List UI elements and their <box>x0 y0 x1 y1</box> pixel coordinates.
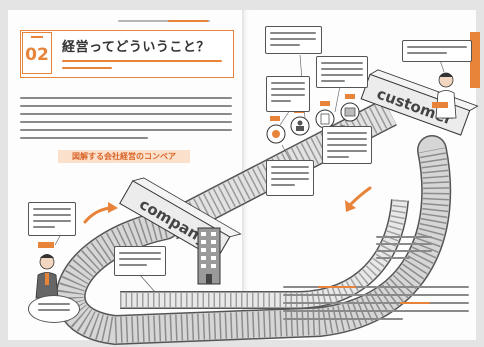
belt-item-coin-icon <box>266 124 286 144</box>
unit-label-mark <box>31 36 43 38</box>
callout-middle-left <box>266 160 314 196</box>
belt-item-tag <box>270 116 280 121</box>
unit-title-box <box>20 30 234 78</box>
left-person-icon <box>35 242 59 299</box>
title-lead-line <box>62 67 112 69</box>
chapter-tab <box>470 32 480 88</box>
page-title: 経営ってどういうこと？ <box>62 40 210 55</box>
flow-arrow-right <box>348 186 372 207</box>
callout-middle-right <box>322 126 372 164</box>
unit-number: 02 <box>25 45 49 65</box>
flow-arrow-left <box>83 206 112 224</box>
callout-top-middle <box>316 56 368 88</box>
belt-item-person-icon <box>290 116 310 136</box>
title-lead-line <box>62 60 222 62</box>
running-header-accent <box>168 20 208 22</box>
belt-item-box-icon <box>340 102 360 122</box>
callout-building <box>114 246 166 276</box>
diagram-subtitle: 図解する会社経営のコンベア <box>58 150 190 163</box>
arrow-head-icon <box>345 200 356 212</box>
callout-top-left <box>265 26 322 54</box>
running-header <box>118 20 210 22</box>
unit-number-box: 02 <box>22 32 52 74</box>
callout-customer <box>402 40 472 62</box>
office-building-icon <box>197 227 221 285</box>
callout-speech-bubble <box>28 295 80 323</box>
arrow-head-icon <box>108 202 118 213</box>
callout-left-person <box>28 202 76 236</box>
belt-item-tag <box>345 94 355 99</box>
callout-left-upper <box>266 76 310 112</box>
right-person-icon <box>432 72 457 119</box>
belt-item-tag <box>320 101 330 106</box>
